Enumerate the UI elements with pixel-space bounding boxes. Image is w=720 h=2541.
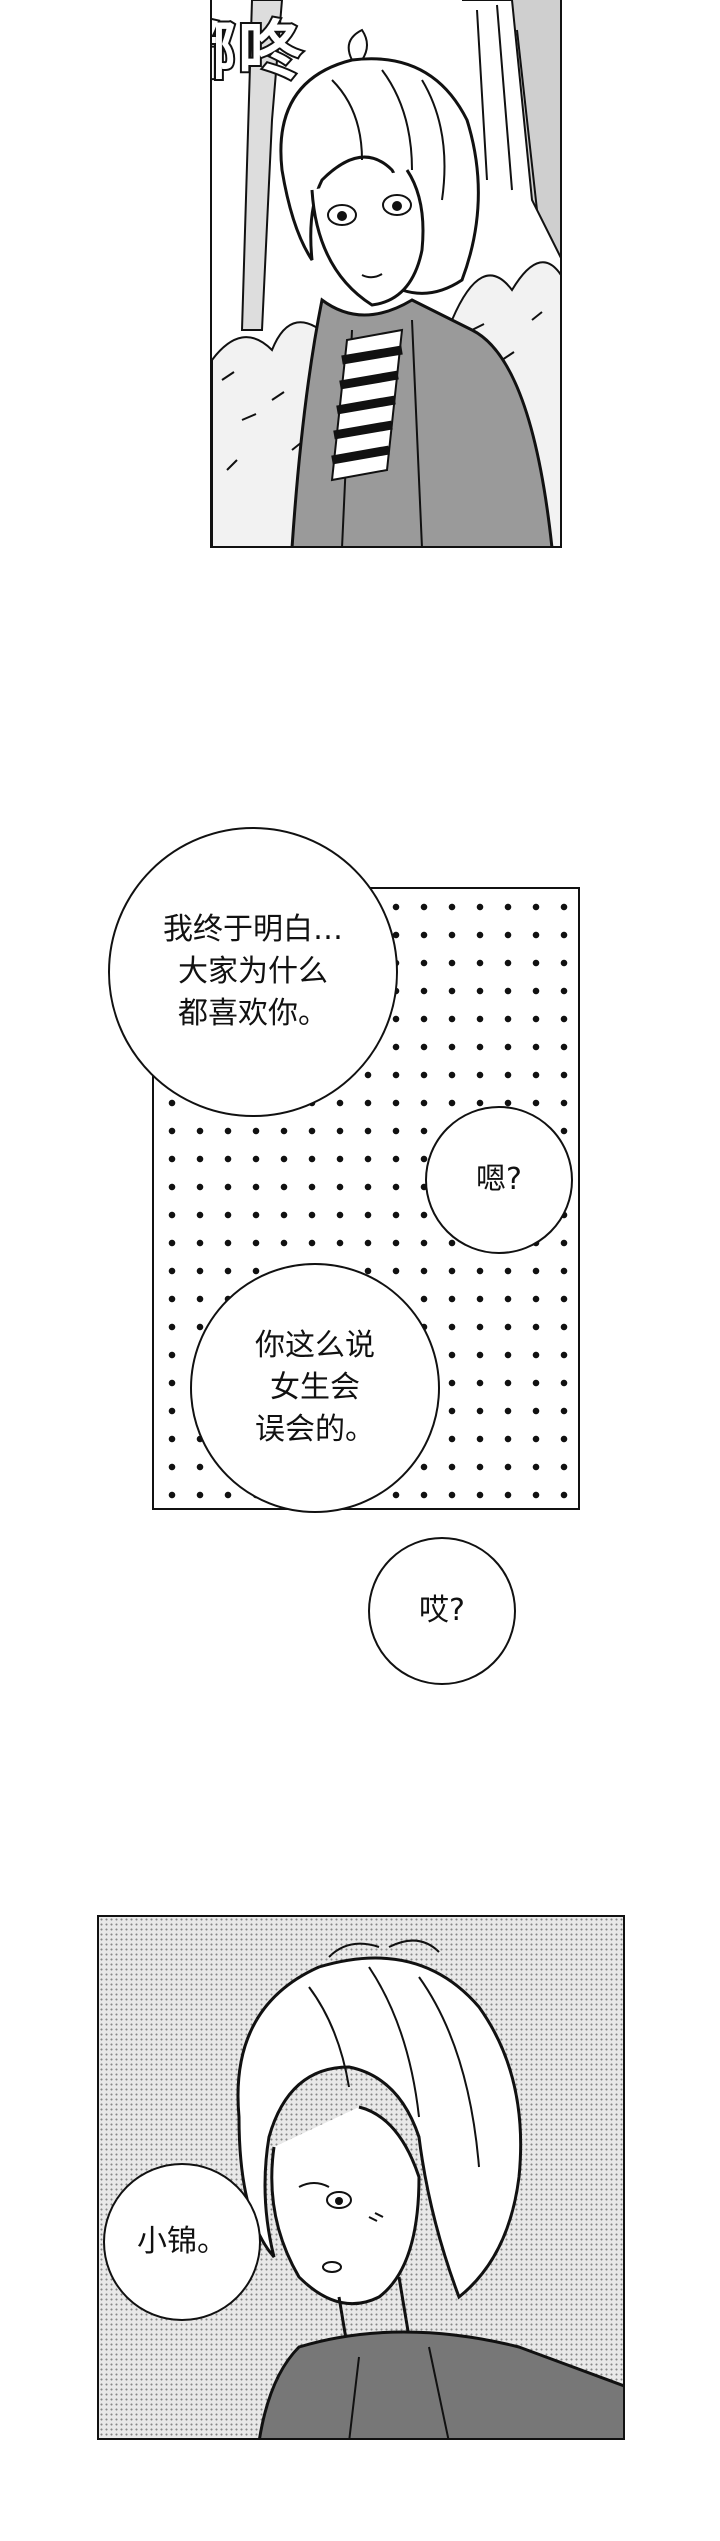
speech-bubble-5: 小锦。 — [103, 2163, 261, 2321]
speech-bubble-3-text: 你这么说 女生会 误会的。 — [255, 1328, 375, 1447]
speech-bubble-2: 嗯? — [425, 1106, 573, 1254]
sound-effect-text: 嘟咚 — [212, 13, 304, 91]
speech-bubble-4-text: 哎? — [419, 1593, 465, 1628]
speech-bubble-2-text: 嗯? — [476, 1162, 522, 1197]
speech-bubble-5-text: 小锦。 — [137, 2224, 227, 2259]
comic-panel-3 — [97, 1915, 625, 2440]
speech-bubble-3: 你这么说 女生会 误会的。 — [190, 1263, 440, 1513]
panel-3-illustration — [236, 1939, 623, 2438]
speech-bubble-4: 哎? — [368, 1537, 516, 1685]
speech-bubble-1: 我终于明白… 大家为什么 都喜欢你。 — [108, 827, 398, 1117]
panel-1-illustration — [212, 0, 560, 546]
comic-panel-1: 嘟咚 — [210, 0, 562, 548]
speech-bubble-1-text: 我终于明白… 大家为什么 都喜欢你。 — [163, 912, 343, 1031]
